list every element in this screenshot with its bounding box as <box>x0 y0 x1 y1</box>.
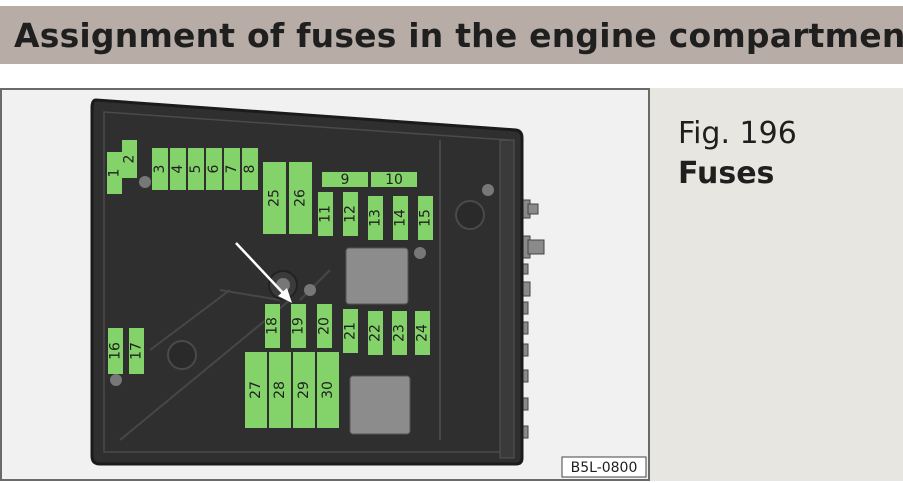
pointer-arrow-icon <box>235 242 292 303</box>
svg-text:8: 8 <box>242 165 258 174</box>
fuse-28: 28 <box>269 352 291 428</box>
fuses: 1 2 3 4 5 6 7 8 <box>107 140 434 428</box>
svg-text:1: 1 <box>107 169 123 178</box>
fuse-22: 22 <box>368 311 384 355</box>
svg-text:7: 7 <box>224 165 240 174</box>
fuse-27: 27 <box>245 352 267 428</box>
svg-text:17: 17 <box>129 342 145 360</box>
fuse-4: 4 <box>170 148 186 190</box>
right-rib <box>499 139 515 459</box>
figure-number: Fig. 196 <box>678 116 797 151</box>
svg-text:18: 18 <box>265 317 281 335</box>
fuse-2: 2 <box>122 140 138 178</box>
svg-text:12: 12 <box>343 205 359 223</box>
svg-text:21: 21 <box>343 322 359 340</box>
svg-text:22: 22 <box>368 324 384 342</box>
svg-text:23: 23 <box>392 324 408 342</box>
fuse-20: 20 <box>317 304 333 348</box>
svg-text:27: 27 <box>248 381 264 399</box>
relay-lower <box>349 375 411 435</box>
relief-lines <box>119 140 441 441</box>
fuse-18: 18 <box>265 304 281 348</box>
caption-panel: Fig. 196 Fuses <box>650 88 903 481</box>
svg-text:24: 24 <box>415 324 431 342</box>
fuse-box-body <box>90 98 524 466</box>
svg-text:29: 29 <box>296 381 312 399</box>
fuse-13: 13 <box>368 196 384 240</box>
figure-title: Fuses <box>678 156 775 191</box>
svg-text:4: 4 <box>170 164 186 173</box>
svg-text:6: 6 <box>206 164 222 173</box>
fuse-26: 26 <box>289 162 312 234</box>
svg-text:16: 16 <box>108 342 124 360</box>
svg-text:3: 3 <box>152 165 168 174</box>
svg-text:9: 9 <box>341 172 350 188</box>
svg-text:2: 2 <box>122 155 138 164</box>
fuse-9: 9 <box>322 172 368 188</box>
fuse-25: 25 <box>263 162 286 234</box>
figure-code-label: B5L-0800 <box>561 456 647 478</box>
svg-text:20: 20 <box>317 317 333 335</box>
fuse-24: 24 <box>415 311 431 355</box>
fuse-19: 19 <box>291 304 307 348</box>
fuse-6: 6 <box>206 148 222 190</box>
svg-text:19: 19 <box>291 317 307 335</box>
svg-text:26: 26 <box>293 189 309 207</box>
mounting-holes <box>110 176 494 386</box>
fuse-21: 21 <box>343 309 359 353</box>
svg-text:10: 10 <box>385 172 403 188</box>
fuse-7: 7 <box>224 148 240 190</box>
svg-text:11: 11 <box>318 205 334 223</box>
svg-text:30: 30 <box>320 381 336 399</box>
svg-text:13: 13 <box>368 209 384 227</box>
title-bar: Assignment of fuses in the engine compar… <box>0 6 903 64</box>
fuse-12: 12 <box>343 192 359 236</box>
fuse-3: 3 <box>152 148 168 190</box>
svg-text:28: 28 <box>272 381 288 399</box>
fuse-17: 17 <box>129 328 145 374</box>
fuse-30: 30 <box>317 352 339 428</box>
page-title: Assignment of fuses in the engine compar… <box>14 16 903 55</box>
fuse-16: 16 <box>108 328 124 374</box>
svg-text:15: 15 <box>418 209 434 227</box>
svg-text:B5L-0800: B5L-0800 <box>571 460 638 476</box>
relay-upper <box>345 247 409 305</box>
fuse-29: 29 <box>293 352 315 428</box>
fuse-1: 1 <box>107 152 123 194</box>
fuse-23: 23 <box>392 311 408 355</box>
fuse-10: 10 <box>371 172 417 188</box>
svg-text:5: 5 <box>188 165 204 174</box>
fuse-5: 5 <box>188 148 204 190</box>
fuse-14: 14 <box>393 196 409 240</box>
svg-text:25: 25 <box>267 189 283 207</box>
fuse-11: 11 <box>318 192 334 236</box>
fuse-15: 15 <box>418 196 434 240</box>
svg-text:14: 14 <box>393 209 409 227</box>
fuse-8: 8 <box>242 148 258 190</box>
